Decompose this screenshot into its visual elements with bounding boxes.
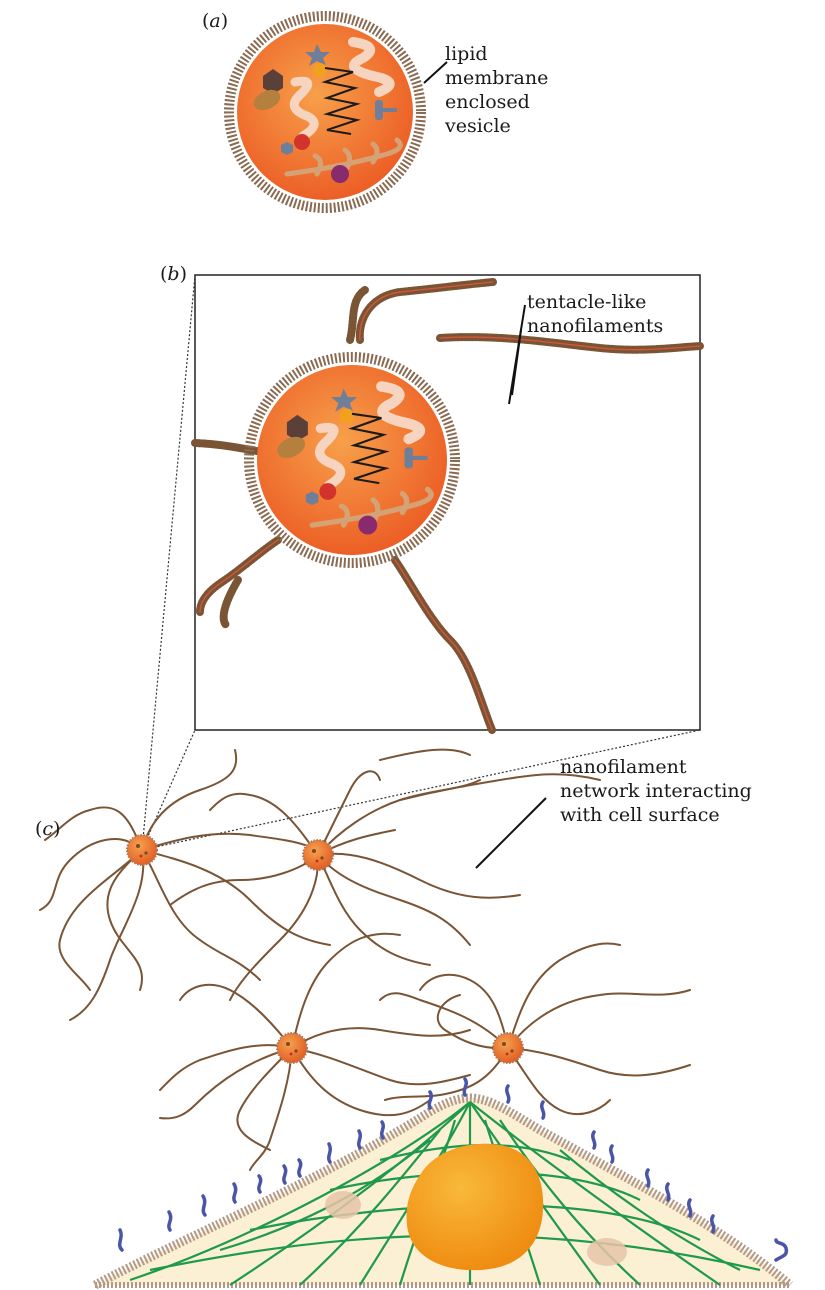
organelle bbox=[587, 1238, 627, 1266]
vesicle-c4 bbox=[493, 1033, 523, 1063]
network-label-line: with cell surface bbox=[560, 803, 752, 827]
vesicle-c2 bbox=[303, 840, 333, 870]
panel-label-c: (c) bbox=[35, 818, 61, 840]
network-label-line: network interacting bbox=[560, 779, 752, 803]
pointer-line-network bbox=[476, 798, 546, 868]
vesicle-c1 bbox=[127, 835, 157, 865]
panel-tag-b: b bbox=[167, 263, 179, 285]
panel-tag-c: c bbox=[42, 818, 53, 840]
vesicle-label-line: vesicle bbox=[445, 114, 548, 138]
panel-tag-a: a bbox=[209, 10, 220, 32]
vesicle-b bbox=[249, 357, 455, 563]
panel-label-b: (b) bbox=[160, 263, 187, 285]
vesicle-label-line: membrane bbox=[445, 66, 548, 90]
tentacles-label: tentacle-like nanofilaments bbox=[527, 290, 663, 338]
tentacles-label-line: nanofilaments bbox=[527, 314, 663, 338]
network-label: nanofilament network interacting with ce… bbox=[560, 755, 752, 827]
vesicle-label-line: lipid bbox=[445, 42, 548, 66]
network-label-line: nanofilament bbox=[560, 755, 752, 779]
organelle bbox=[325, 1191, 361, 1219]
pointer-line-vesicle bbox=[424, 62, 447, 83]
target-cell bbox=[95, 1079, 790, 1285]
vesicle-a bbox=[229, 16, 421, 208]
vesicle-label-line: enclosed bbox=[445, 90, 548, 114]
vesicle-c3 bbox=[277, 1033, 307, 1063]
vesicle-label: lipid membrane enclosed vesicle bbox=[445, 42, 548, 138]
tentacles-label-line: tentacle-like bbox=[527, 290, 663, 314]
panel-label-a: (a) bbox=[202, 10, 228, 32]
